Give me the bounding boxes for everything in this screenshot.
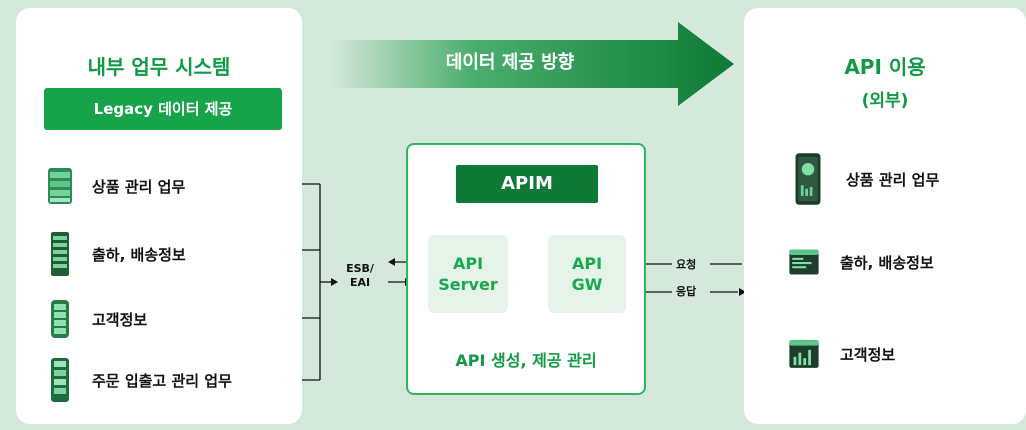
internal-systems-title: 내부 업무 시스템 (87, 55, 231, 79)
esb-eai-label: ESB/ EAI (340, 262, 380, 290)
terminal-window-icon (788, 240, 820, 284)
external-item-label: 출하, 배송정보 (840, 253, 934, 272)
apim-caption: API 생성, 제공 관리 (455, 351, 597, 370)
api-server-line2: Server (438, 275, 498, 294)
internal-item-customers: 고객정보 (44, 298, 147, 340)
esb-label-line1: ESB/ (346, 262, 374, 275)
internal-item-orders: 주문 입출고 관리 업무 (44, 356, 232, 404)
direction-label: 데이터 제공 방향 (445, 52, 575, 73)
internal-item-shipping: 출하, 배송정보 (44, 230, 186, 278)
response-label: 응답 (676, 285, 697, 298)
server-cylinder-icon (44, 298, 76, 340)
legacy-data-badge: Legacy 데이터 제공 (44, 88, 282, 130)
api-gateway-line1: API (571, 254, 603, 273)
apim-badge: APIM (456, 165, 598, 203)
external-item-products: 상품 관리 업무 (792, 148, 939, 210)
mobile-app-icon (792, 148, 824, 210)
external-item-label: 고객정보 (840, 345, 896, 364)
external-item-label: 상품 관리 업무 (846, 170, 940, 189)
server-rack-icon (44, 166, 76, 206)
api-server-box: API Server (428, 235, 508, 313)
external-item-customers: 고객정보 (788, 330, 895, 378)
api-server-line1: API (452, 254, 484, 273)
internal-item-label: 상품 관리 업무 (92, 177, 186, 196)
external-api-title: API 이용 (844, 55, 926, 79)
apim-panel: APIM API Server API GW API 생성, 제공 관리 (406, 143, 646, 395)
external-api-panel: API 이용 (외부) 상품 관리 업무 출하, 배송정보 (744, 8, 1026, 424)
internal-item-label: 출하, 배송정보 (92, 245, 186, 264)
api-gateway-box: API GW (548, 235, 626, 313)
internal-item-label: 고객정보 (92, 310, 148, 329)
internal-item-products: 상품 관리 업무 (44, 166, 185, 206)
internal-systems-panel: 내부 업무 시스템 Legacy 데이터 제공 상품 관리 업무 (16, 8, 302, 424)
server-tower-icon (44, 230, 76, 278)
external-api-subtitle: (외부) (861, 91, 909, 111)
api-gateway-line2: GW (571, 275, 603, 294)
left-bracket (300, 183, 332, 381)
server-tall-icon (44, 356, 76, 404)
internal-item-label: 주문 입출고 관리 업무 (92, 371, 232, 390)
external-item-shipping: 출하, 배송정보 (788, 240, 934, 284)
request-label: 요청 (676, 258, 697, 271)
data-direction-arrow (330, 22, 734, 106)
esb-label-line2: EAI (349, 276, 371, 289)
dashboard-window-icon (788, 330, 820, 378)
